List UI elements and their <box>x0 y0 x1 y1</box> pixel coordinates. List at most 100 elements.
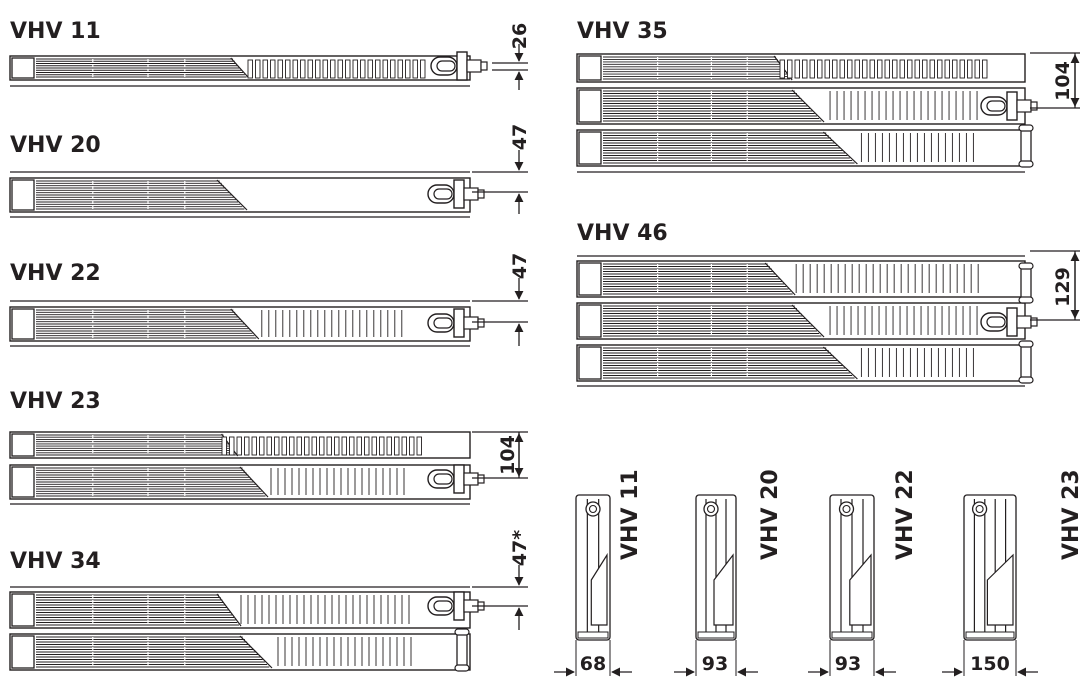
side-view-label-3: VHV 23 <box>1059 469 1084 560</box>
panel-block <box>576 302 1026 340</box>
vhv23-dimension <box>472 431 528 479</box>
valve-tip <box>477 474 485 484</box>
comb-tooth <box>982 59 988 79</box>
valve-cap <box>1016 99 1032 113</box>
vhv35-front-view <box>576 53 1038 173</box>
pipe-cap <box>454 664 470 672</box>
fin-edge <box>230 57 250 79</box>
side-cover <box>849 553 872 626</box>
side-foot <box>831 631 873 639</box>
comb-tooth <box>289 436 295 456</box>
comb-tooth <box>809 59 815 79</box>
panel-end-cap <box>11 308 35 340</box>
panel-block <box>9 177 471 213</box>
comb-tooth <box>251 436 257 456</box>
comb-tooth <box>364 436 370 456</box>
side-fitting-inner <box>975 504 984 514</box>
vhv46-dim-text: 129 <box>1052 267 1074 307</box>
pipe-body <box>1020 343 1032 381</box>
comb-tooth <box>817 59 823 79</box>
valve-stem <box>1006 91 1018 121</box>
comb-tooth <box>884 59 890 79</box>
valve <box>427 308 485 338</box>
fin-edge <box>791 304 825 338</box>
panel-end-cap <box>11 466 35 498</box>
pipe-cap <box>454 628 470 636</box>
comb-tooth <box>839 59 845 79</box>
fin-edge <box>822 131 858 165</box>
fin-edge <box>216 179 248 211</box>
comb-tooth <box>794 59 800 79</box>
valve-tip <box>1030 101 1038 111</box>
valve-inner <box>986 100 1006 112</box>
pipe-cap <box>1018 376 1034 384</box>
fin-edge <box>764 262 796 296</box>
panel-frame <box>576 53 1026 83</box>
valve-cap <box>1016 315 1032 329</box>
side-fitting-inner <box>842 504 851 514</box>
panel-block <box>9 633 471 671</box>
comb-tooth <box>877 59 883 79</box>
comb-tooth <box>270 59 276 79</box>
comb-tooth <box>221 436 227 456</box>
valve-stem <box>1006 307 1018 337</box>
comb-tooth <box>300 59 306 79</box>
fin-edge <box>791 89 825 123</box>
valve-cap <box>463 187 479 201</box>
panel-end-cap <box>578 55 602 81</box>
comb-tooth <box>832 59 838 79</box>
valve-stem <box>456 51 468 81</box>
comb-tooth <box>382 59 388 79</box>
comb-tooth <box>914 59 920 79</box>
vhv35-label: VHV 35 <box>577 19 668 44</box>
side-cover <box>590 552 608 626</box>
panel-end-cap <box>578 89 602 123</box>
comb-tooth <box>397 59 403 79</box>
vhv22-front-view <box>9 300 485 347</box>
panel-end-cap <box>11 593 35 627</box>
side-foot <box>577 631 609 639</box>
comb-tooth <box>356 436 362 456</box>
vhv20-front-view <box>9 171 485 218</box>
vhv11-front-view <box>9 51 488 87</box>
side-view-depth-3: 150 <box>970 653 1010 675</box>
panel-block <box>576 87 1026 125</box>
comb-tooth <box>341 436 347 456</box>
panel-block <box>576 129 1026 167</box>
valve-stem <box>453 179 465 209</box>
comb-tooth <box>285 59 291 79</box>
vhv20-dim-text: 47 <box>509 124 531 150</box>
comb-tooth <box>787 59 793 79</box>
pipe-cap <box>1018 124 1034 132</box>
panel-block <box>576 344 1026 382</box>
vhv11-dimension <box>492 44 528 90</box>
comb-tooth <box>322 59 328 79</box>
comb-tooth <box>922 59 928 79</box>
side-view-vhv20 <box>674 494 758 677</box>
top-comb <box>247 59 426 79</box>
top-comb <box>221 436 422 456</box>
vhv23-label: VHV 23 <box>10 389 101 414</box>
comb-tooth <box>379 436 385 456</box>
side-view-label-1: VHV 20 <box>758 469 783 560</box>
valve-inner <box>436 60 456 72</box>
comb-tooth <box>247 59 253 79</box>
panel-end-cap <box>578 346 602 380</box>
comb-tooth <box>802 59 808 79</box>
comb-tooth <box>304 436 310 456</box>
vhv23-dim-text: 104 <box>497 435 519 475</box>
comb-tooth <box>229 436 235 456</box>
panel-block <box>9 306 471 342</box>
comb-tooth <box>967 59 973 79</box>
valve-cap <box>463 472 479 486</box>
comb-tooth <box>907 59 913 79</box>
side-fitting-inner <box>588 504 598 514</box>
valve-cap <box>463 316 479 330</box>
vhv23-front-view <box>9 431 485 505</box>
top-comb <box>779 59 988 79</box>
pipe-cap <box>1018 296 1034 304</box>
comb-tooth <box>375 59 381 79</box>
side-cover <box>986 553 1014 626</box>
valve <box>427 179 485 209</box>
